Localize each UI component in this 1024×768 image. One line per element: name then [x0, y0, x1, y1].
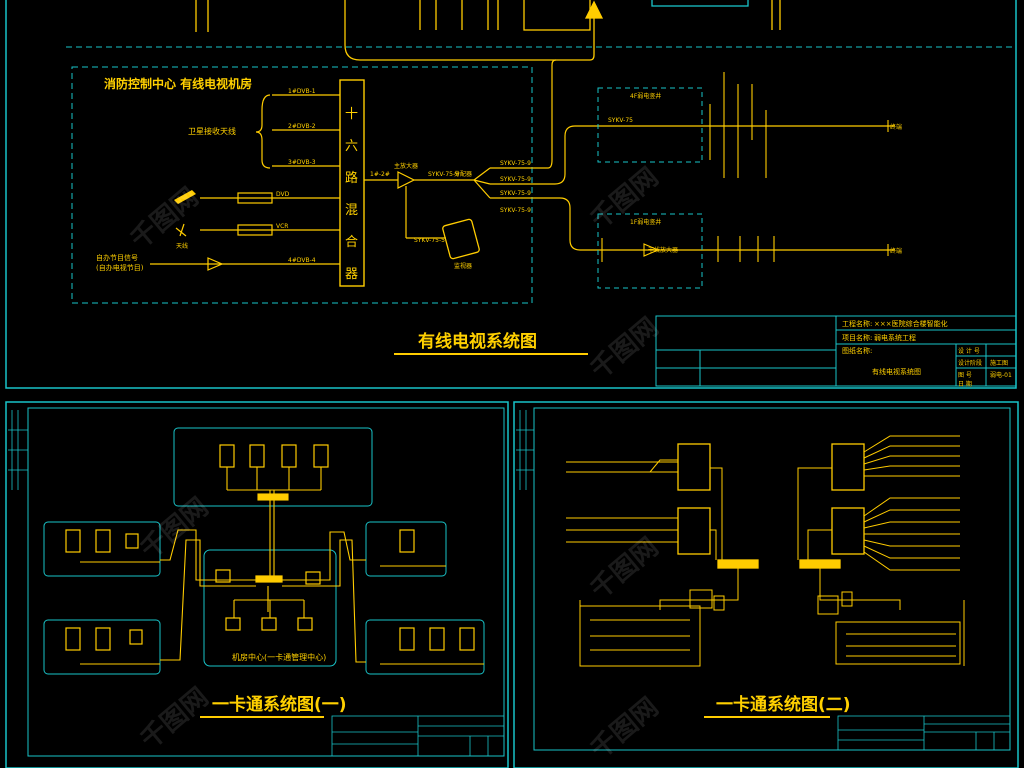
svg-text:天线: 天线: [176, 242, 188, 250]
svg-text:3#DVB-3: 3#DVB-3: [288, 159, 316, 166]
card2-inner-frame: [533, 407, 1011, 751]
svg-text:千图网: 千图网: [125, 182, 204, 255]
card1-margin-strip: [8, 410, 28, 490]
svg-text:终端: 终端: [890, 247, 902, 255]
svg-text:SYKV-75: SYKV-75: [608, 117, 633, 124]
svg-text:分配器: 分配器: [454, 170, 472, 178]
card1-inner-frame: [27, 407, 505, 757]
svg-text:施工图: 施工图: [990, 359, 1008, 367]
amplifier-chain: [364, 59, 895, 251]
cctv-frame: [5, 0, 1017, 389]
svg-text:项目名称:: 项目名称:: [842, 333, 872, 342]
svg-text:路: 路: [345, 170, 358, 186]
svg-text:图纸名称:: 图纸名称:: [842, 346, 872, 355]
svg-text:4#DVB-4: 4#DVB-4: [288, 257, 316, 264]
local-source-label: 自办节目信号 (自办电视节目): [96, 253, 144, 272]
dvd-player-icon: [174, 190, 196, 204]
svg-text:有线电视系统图: 有线电视系统图: [872, 367, 921, 376]
svg-text:主放大器: 主放大器: [394, 162, 418, 170]
card1-center-label: 机房中心(一卡通管理中心): [232, 652, 326, 662]
card2-controllers: [677, 443, 865, 569]
satellite-inputs: [150, 94, 340, 271]
satellite-receiver-label: 卫星接收天线: [188, 126, 236, 136]
svg-text:设计阶段: 设计阶段: [958, 359, 982, 367]
svg-text:设 计 号: 设 计 号: [958, 347, 980, 355]
input-port-labels: 1#DVB-1 2#DVB-2 3#DVB-3 4#DVB-4 DVD VCR: [276, 88, 316, 264]
riser-outlets: [601, 72, 889, 262]
svg-text:终端: 终端: [890, 123, 902, 131]
card1-right-lower-group: [365, 619, 485, 675]
svg-text:(自办电视节目): (自办电视节目): [96, 263, 144, 272]
svg-text:干线放大器: 干线放大器: [648, 246, 678, 254]
svg-text:SYKV-75-5: SYKV-75-5: [414, 237, 445, 244]
svg-text:日 期: 日 期: [958, 380, 972, 388]
monitor-icon: 监视器: [442, 218, 480, 270]
control-room-title: 消防控制中心 有线电视机房: [104, 76, 252, 91]
riser-box-upper: [597, 87, 703, 163]
sixteen-way-mixer: [339, 79, 365, 287]
svg-text:混: 混: [345, 203, 358, 218]
svg-text:合: 合: [345, 235, 358, 250]
svg-text:SYKV-75-9: SYKV-75-9: [500, 190, 531, 197]
svg-text:1#DVB-1: 1#DVB-1: [288, 88, 316, 95]
card1-top-group: [173, 427, 373, 507]
antenna-icon: 天线: [175, 223, 188, 250]
svg-text:千图网: 千图网: [585, 532, 664, 605]
svg-text:千图网: 千图网: [135, 682, 214, 755]
card2-drawing-title: 一卡通系统图(二): [716, 694, 851, 715]
card1-outer-frame: [5, 401, 509, 768]
svg-text:SYKV-75-9: SYKV-75-9: [500, 160, 531, 167]
svg-text:弱电-01: 弱电-01: [990, 371, 1012, 379]
card2-lower-equipment: [579, 589, 965, 667]
card2-outer-frame: [513, 401, 1019, 768]
svg-text:×××医院综合楼智能化: ×××医院综合楼智能化: [874, 319, 948, 328]
card1-left-upper-group: [43, 521, 161, 577]
svg-text:工程名称:: 工程名称:: [842, 319, 872, 328]
cctv-drawing: 消防控制中心 有线电视机房 卫星接收天线: [5, 0, 1017, 389]
svg-text:2#DVB-2: 2#DVB-2: [288, 123, 316, 130]
svg-text:图 号: 图 号: [958, 372, 972, 379]
svg-text:千图网: 千图网: [585, 312, 664, 385]
svg-text:自办节目信号: 自办节目信号: [96, 253, 138, 262]
card2-title-block: [837, 715, 1011, 751]
card2-left-wiring: [566, 459, 739, 610]
svg-text:六: 六: [345, 139, 358, 154]
top-equipment-remnants: [195, 0, 781, 61]
svg-text:SYKV-75-9: SYKV-75-9: [500, 176, 531, 183]
watermark-layer: 千图网 千图网 千图网 千图网 千图网 千图网 千图网: [125, 162, 664, 765]
svg-text:千图网: 千图网: [585, 692, 664, 765]
svg-text:千图网: 千图网: [135, 492, 214, 565]
svg-text:器: 器: [345, 267, 358, 282]
card-system-1-drawing: 机房中心(一卡通管理中心): [5, 401, 509, 768]
card1-left-lower-group: [43, 619, 161, 675]
card2-right-wiring: [797, 435, 960, 610]
riser-box-lower: [597, 213, 703, 289]
svg-text:4F弱电竖井: 4F弱电竖井: [630, 92, 661, 100]
svg-text:VCR: VCR: [276, 223, 288, 230]
svg-text:SYKV-75-9: SYKV-75-9: [500, 207, 531, 214]
svg-text:SYKV-75-9: SYKV-75-9: [428, 171, 459, 178]
riser-box-labels: 4F弱电竖井 1F弱电竖井 SYKV-75 干线放大器: [608, 92, 678, 254]
svg-text:DVD: DVD: [276, 191, 290, 198]
card2-margin-strip: [516, 410, 534, 490]
card-system-2-drawing: 一卡通系统图(二): [513, 401, 1019, 768]
svg-text:十: 十: [345, 107, 358, 122]
svg-text:1F弱电竖井: 1F弱电竖井: [630, 218, 661, 226]
control-room-boundary: [71, 66, 533, 304]
svg-text:1#-2#: 1#-2#: [370, 171, 390, 178]
cctv-title-block: 工程名称: ×××医院综合楼智能化 项目名称: 弱电系统工程 图纸名称: 有线电…: [655, 315, 1017, 388]
svg-text:监视器: 监视器: [454, 262, 472, 270]
card1-right-upper-group: [365, 521, 447, 577]
card1-drawing-title: 一卡通系统图(一): [212, 694, 347, 715]
card1-wiring: [80, 467, 484, 665]
cctv-drawing-title: 有线电视系统图: [418, 331, 537, 352]
mixer-label: 十 六 路 混 合 器: [345, 107, 358, 282]
svg-text:弱电系统工程: 弱电系统工程: [874, 333, 916, 342]
card1-title-block: [331, 715, 505, 757]
